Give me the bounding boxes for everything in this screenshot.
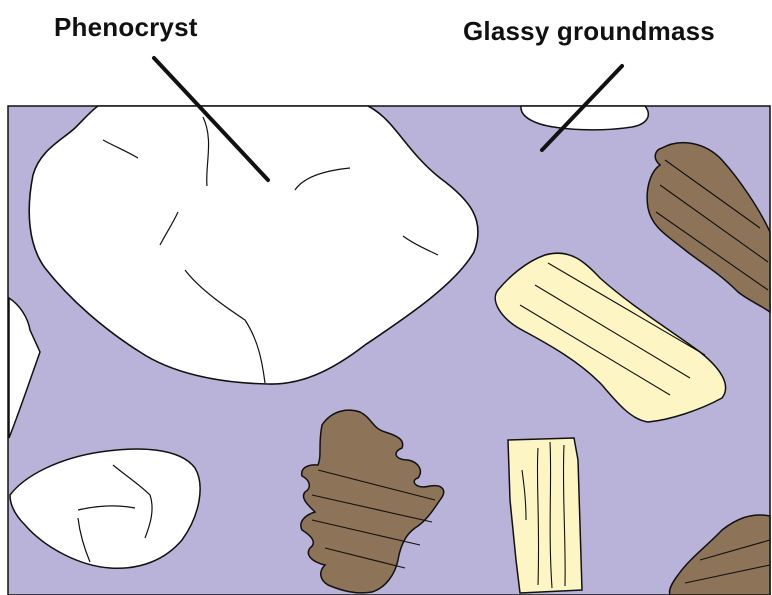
pale-crystal-small bbox=[508, 438, 582, 593]
